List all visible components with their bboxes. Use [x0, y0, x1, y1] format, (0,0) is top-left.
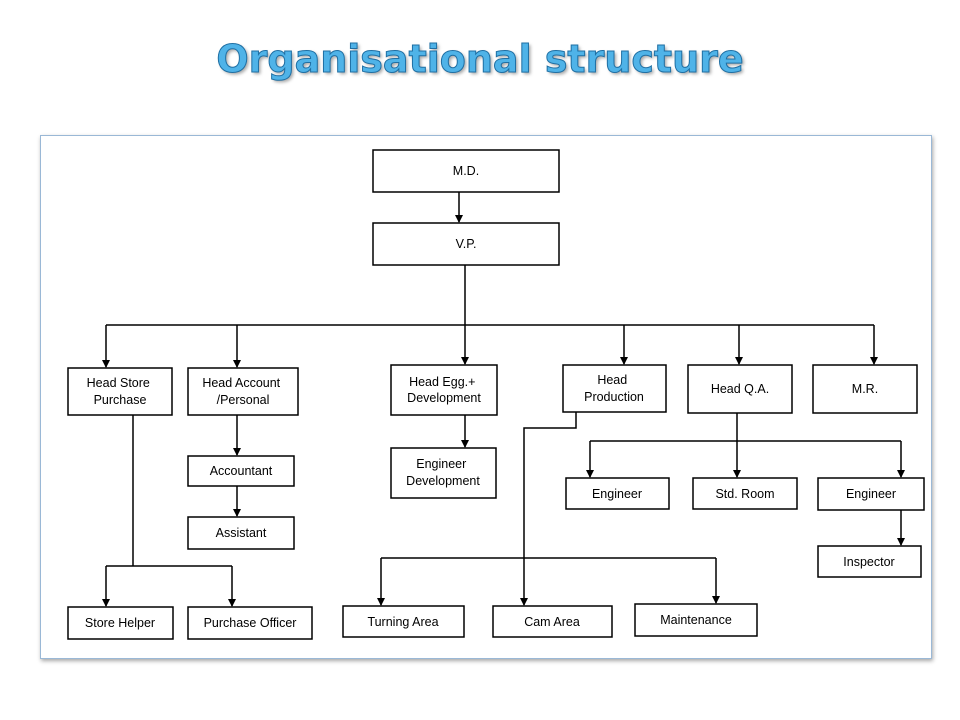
- node-head-egg-label: Head Egg.+ Development: [407, 375, 481, 405]
- node-md-label: M.D.: [453, 164, 479, 178]
- node-mr: M.R.: [812, 364, 918, 414]
- node-std-room-label: Std. Room: [715, 487, 774, 501]
- node-engineer-development-label: Engineer Development: [406, 457, 480, 488]
- node-turning-area-label: Turning Area: [367, 615, 438, 629]
- connectors: [102, 192, 905, 607]
- node-accountant: Accountant: [187, 455, 295, 487]
- connector-production-cam: [520, 412, 577, 606]
- node-cam-area: Cam Area: [492, 605, 613, 638]
- node-accountant-label: Accountant: [210, 464, 273, 478]
- node-engineer-1-label: Engineer: [592, 487, 642, 501]
- node-head-store-purchase: Head Store Purchase: [67, 367, 173, 416]
- node-head-account-label: Head Account /Personal: [202, 376, 283, 407]
- node-turning-area: Turning Area: [342, 605, 465, 638]
- node-engineer-development: Engineer Development: [390, 447, 497, 499]
- node-head-production-label: Head Production: [584, 373, 644, 404]
- node-store-helper-label: Store Helper: [85, 616, 155, 630]
- node-assistant-label: Assistant: [216, 526, 267, 540]
- node-md: M.D.: [372, 149, 560, 193]
- node-vp: V.P.: [372, 222, 560, 266]
- node-purchase-officer-label: Purchase Officer: [204, 616, 297, 630]
- node-head-production: Head Production: [562, 364, 667, 413]
- node-inspector: Inspector: [817, 545, 922, 578]
- node-mr-label: M.R.: [852, 382, 878, 396]
- node-cam-area-label: Cam Area: [524, 615, 580, 629]
- node-head-egg-development: Head Egg.+ Development: [390, 364, 498, 416]
- node-vp-label: V.P.: [456, 237, 477, 251]
- node-std-room: Std. Room: [692, 477, 798, 510]
- node-head-account-personal: Head Account /Personal: [187, 367, 299, 416]
- node-head-qa-label: Head Q.A.: [711, 382, 769, 396]
- node-store-helper: Store Helper: [67, 606, 174, 640]
- node-engineer-1: Engineer: [565, 477, 670, 510]
- node-engineer-2-label: Engineer: [846, 487, 896, 501]
- node-inspector-label: Inspector: [843, 555, 894, 569]
- node-purchase-officer: Purchase Officer: [187, 606, 313, 640]
- slide-title: Organisational structure: [216, 37, 744, 82]
- node-head-qa: Head Q.A.: [687, 364, 793, 414]
- node-assistant: Assistant: [187, 516, 295, 550]
- node-head-store-purchase-label: Head Store Purchase: [87, 376, 154, 407]
- node-engineer-2: Engineer: [817, 477, 925, 511]
- node-maintenance-label: Maintenance: [660, 613, 732, 627]
- node-maintenance: Maintenance: [634, 603, 758, 637]
